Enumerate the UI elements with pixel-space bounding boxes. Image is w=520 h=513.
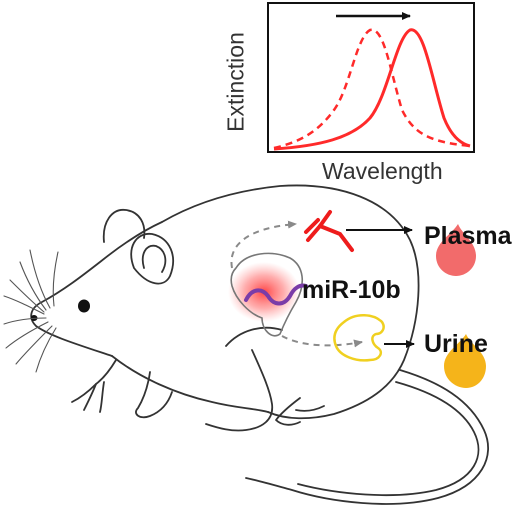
plasma-drop-icon: [436, 224, 476, 276]
mouse-eye: [78, 299, 90, 313]
mouse-ear-inner: [141, 244, 167, 273]
dashed-path-to-urine: [281, 335, 363, 348]
mouse-hind-paw: [275, 397, 325, 426]
initial-spectrum-curve: [273, 28, 471, 150]
mouse-ear-front: [130, 233, 174, 285]
shifted-spectrum-curve: [273, 28, 471, 151]
tumor-outline: [230, 252, 303, 337]
mouse-tail: [245, 369, 489, 505]
nanocage-icon: [333, 314, 385, 362]
mouse-front-leg-left: [95, 359, 117, 385]
graph-frame: [267, 2, 475, 153]
plasma-label: Plasma: [424, 222, 512, 250]
mouse-belly: [111, 355, 269, 413]
mouse-head: [30, 221, 163, 357]
urine-label: Urine: [424, 330, 488, 358]
mouse-thigh: [225, 326, 283, 347]
urine-drop-icon: [444, 334, 486, 388]
spectrum-graph: [267, 2, 475, 153]
mouse-front-paw-left: [71, 381, 105, 413]
mouse-tail-inner: [297, 381, 480, 497]
mouse-front-leg: [135, 371, 173, 419]
x-axis-label: Wavelength: [322, 158, 443, 184]
mirna-strand: [244, 283, 308, 306]
mouse-hind-leg: [205, 349, 274, 432]
mouse-ear-back: [102, 209, 146, 243]
antibody-icon: [304, 210, 354, 252]
mirna-label: miR-10b: [302, 276, 401, 304]
mouse-whiskers: [3, 249, 59, 373]
y-axis-label: Extinction: [222, 32, 249, 132]
mouse-body-outline: [161, 184, 420, 420]
mouse-illustration: [30, 184, 489, 505]
